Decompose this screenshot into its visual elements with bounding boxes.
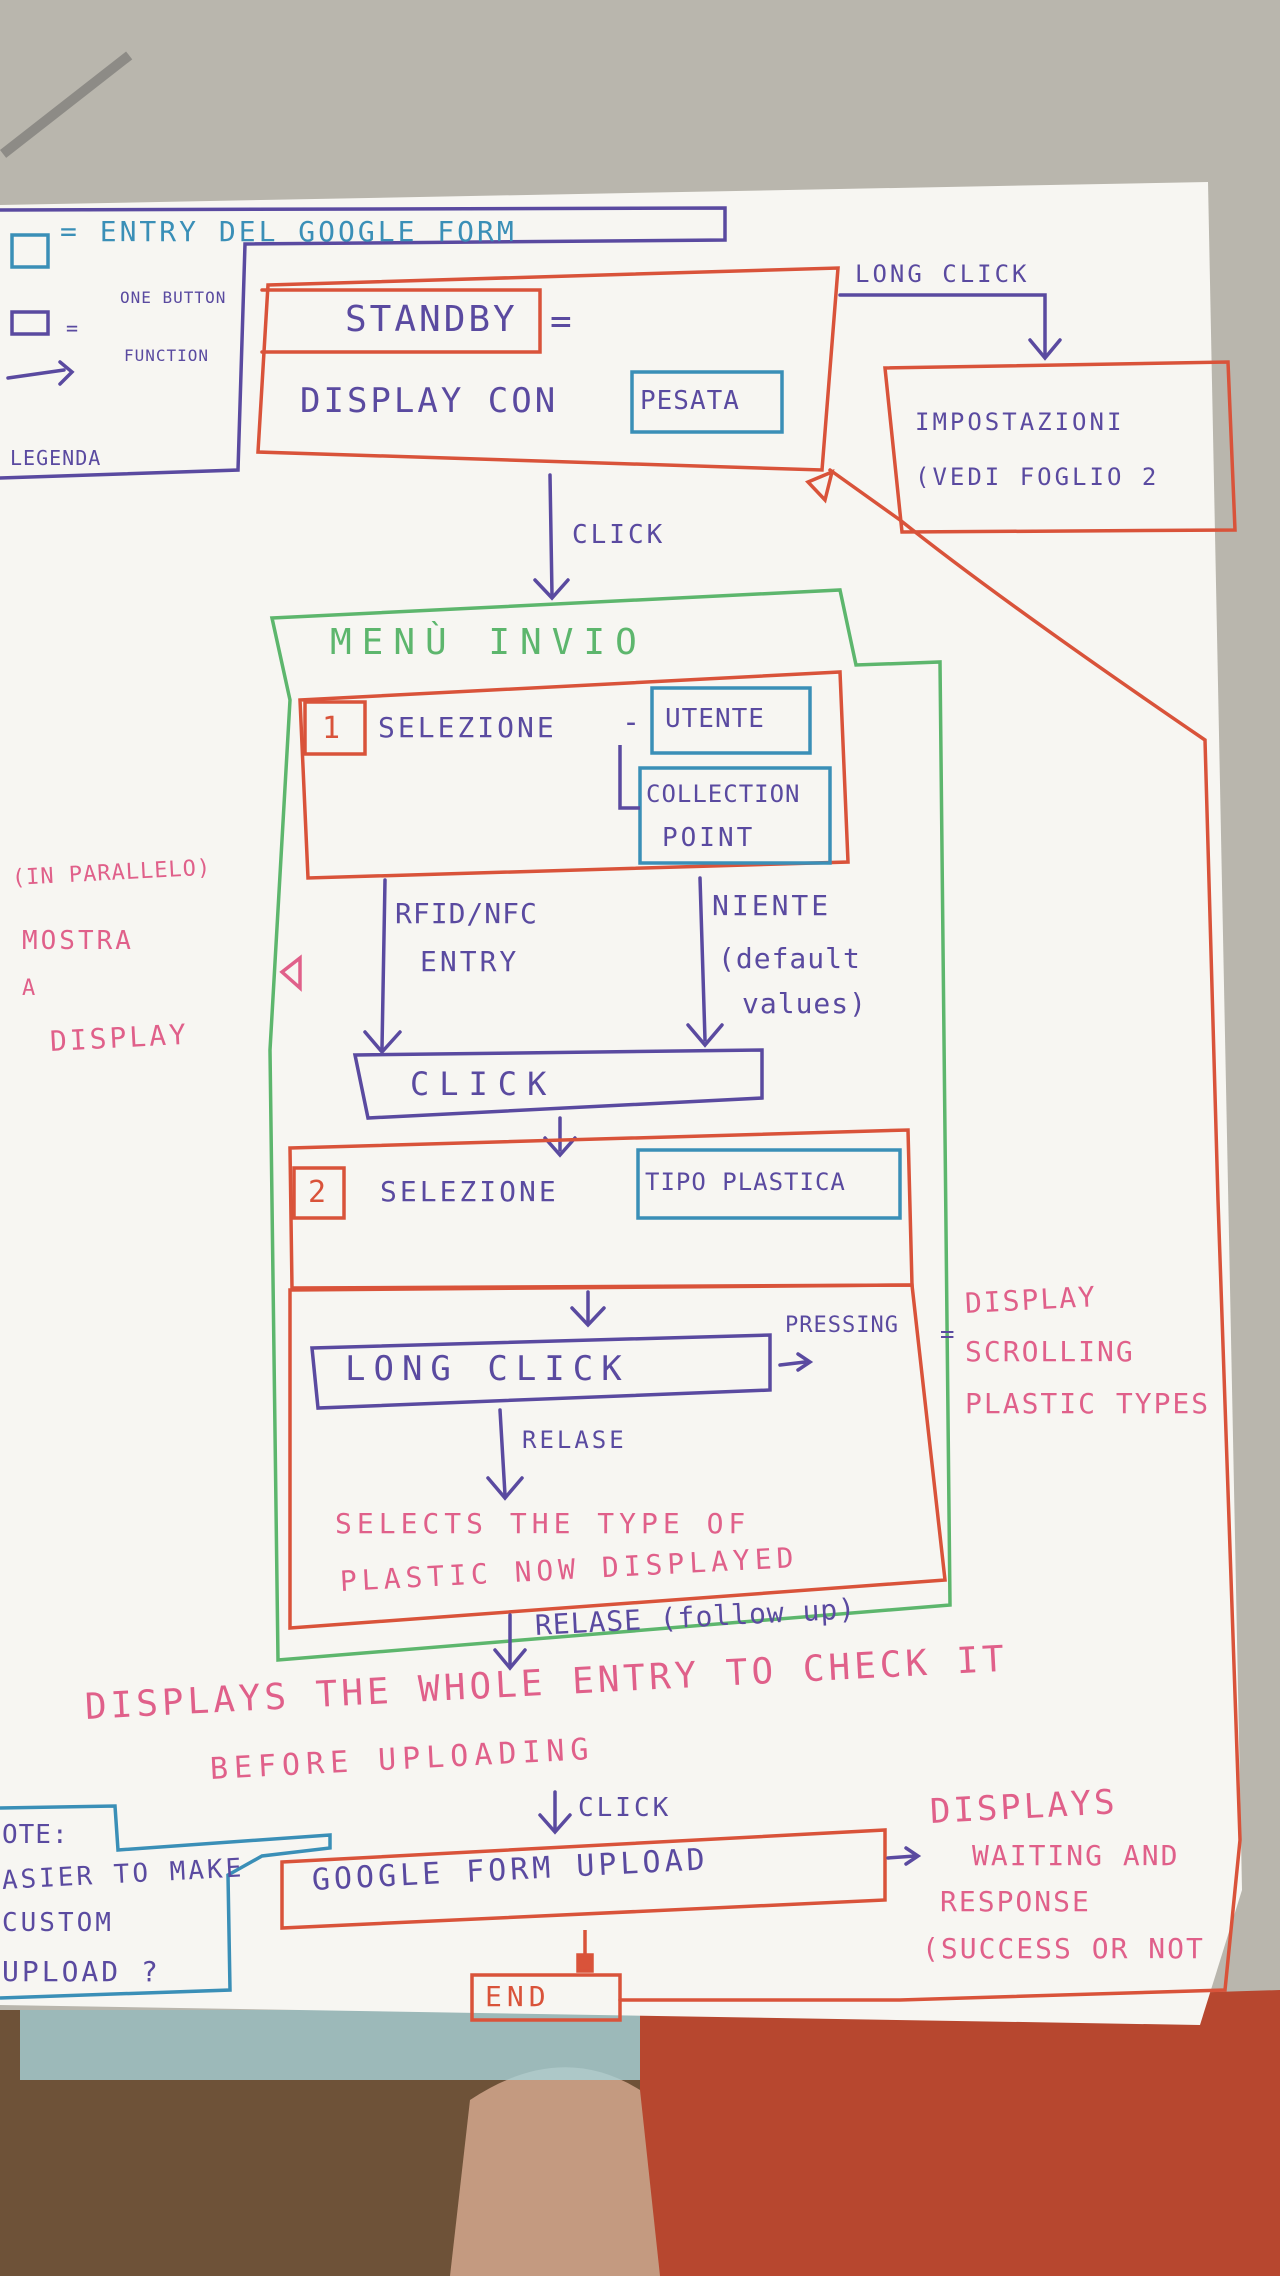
note-line-4: UPLOAD ? [2,1955,161,1988]
niente-label-1: NIENTE [712,889,832,922]
step2-label: SELEZIONE [380,1175,559,1208]
response-line-2: WAITING AND [972,1839,1180,1872]
click-button-symbol [352,1048,764,1120]
click-label-3: CLICK [578,1793,672,1823]
pesata-entry [630,370,784,434]
click-arrow-3 [538,1790,572,1835]
standby-box [256,266,840,472]
click-arrow-2 [543,1116,577,1158]
entry-symbol [10,233,50,269]
long-click-text: LONG CLICK [345,1349,630,1389]
settings-line2: (VEDI FOGLIO 2 [915,463,1160,491]
release-arrow [486,1408,524,1501]
collection-point-entry [638,766,832,865]
standby-title: STANDBY [345,299,518,340]
settings-box [883,360,1237,534]
menu-invio-box [268,588,952,1662]
legend-function-label: FUNCTION [124,346,210,365]
select-text-1: SELECTS THE TYPE OF [335,1507,751,1540]
arrow-symbol [58,360,75,386]
scroll-text-1: DISPLAY [964,1280,1098,1320]
legend-equals: = [66,316,82,340]
parallel-line-2: MOSTRA [22,926,134,956]
tipo-plastica-text: TIPO PLASTICA [645,1168,846,1196]
utente-entry [650,686,812,755]
step2-number: 2 [308,1175,330,1210]
utente-text: UTENTE [665,704,765,734]
branch-arrows [363,876,724,1055]
standby-equals: = [550,301,575,342]
google-form-upload-box [280,1828,887,1930]
collection-point-text-1: COLLECTION [646,780,801,808]
long-click-settings-label: LONG CLICK [855,260,1030,288]
standby-weight-text: PESATA [640,386,740,416]
release-text: RELASE [522,1426,627,1454]
note-box [0,1804,332,2000]
scroll-text-3: PLASTIC TYPES [965,1387,1211,1420]
legend-entry-label: = ENTRY DEL GOOGLE FORM [60,215,517,248]
parallel-line-4: DISPLAY [49,1017,190,1058]
pen [0,51,133,158]
parallel-display-arrow [279,954,302,992]
hand-shadow [450,2067,660,2276]
pressing-equals: = [940,1320,958,1348]
collection-point-text-2: POINT [662,823,756,853]
pressing-text: PRESSING [785,1313,899,1338]
niente-label-2: (default [718,942,861,975]
step1-box [298,670,850,880]
return-to-standby-path [618,468,1242,2002]
click-label-2: CLICK [410,1065,557,1103]
end-text: END [485,1980,551,2013]
click-label-1: CLICK [572,520,666,550]
click-arrow-1 [533,473,570,601]
niente-label-3: values) [742,987,868,1020]
standby-display-text: DISPLAY CON [300,381,559,421]
response-arrow [886,1846,922,1866]
parallel-line-3: A [22,976,39,1001]
release-followup-arrow [493,1613,527,1671]
scroll-text-2: SCROLLING [965,1335,1135,1368]
orange-chair [640,1990,1280,2276]
step1-number: 1 [322,711,344,746]
response-line-4: (SUCCESS OR NOT [922,1932,1205,1965]
step1-dash: - [622,705,644,740]
rfid-label-2: ENTRY [420,945,520,978]
button-symbol [10,310,50,336]
note-line-3: CUSTOM [2,1908,114,1938]
response-line-3: RESPONSE [940,1885,1091,1918]
tipo-plastica-entry [636,1148,902,1220]
pressing-arrow [778,1352,814,1372]
step1-label: SELEZIONE [378,711,557,744]
rfid-label-1: RFID/NFC [395,897,538,930]
menu-title: MENÙ INVIO [330,622,647,663]
end-connector [576,1930,594,1973]
long-click-button-symbol [310,1333,772,1410]
response-line-1: DISPLAYS [928,1782,1119,1832]
step2-number-box [292,1166,346,1220]
note-line-1: OTE: [2,1820,69,1850]
legend-box [0,206,727,480]
return-arrow-head [804,469,835,504]
step2-box [288,1128,947,1630]
step1-number-box [303,700,367,756]
legend-title: LEGENDA [10,446,102,470]
end-box [470,1973,622,2022]
arrow-to-long-click [570,1290,606,1328]
settings-line1: IMPOSTAZIONI [915,408,1125,436]
legend-button-label: ONE BUTTON [120,288,227,307]
long-click-arrow [838,293,1062,361]
